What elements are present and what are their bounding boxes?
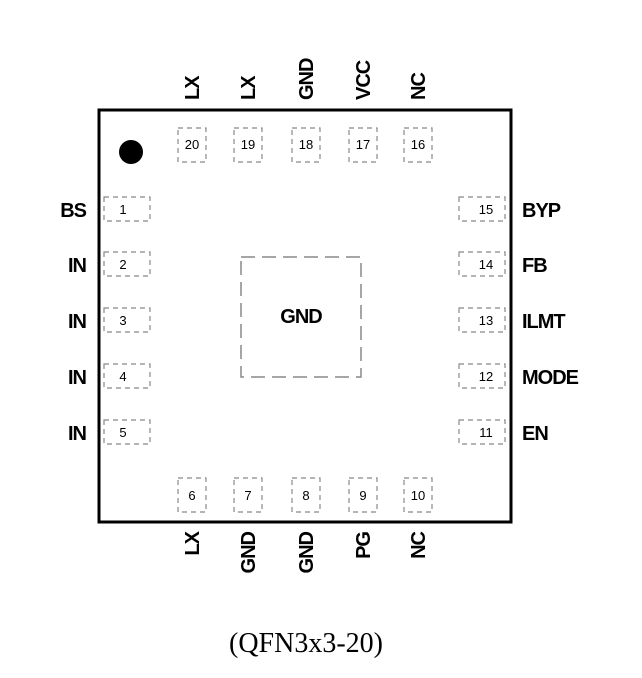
pin-label-7: GND: [238, 531, 260, 573]
pin-number-7: 7: [244, 488, 251, 503]
pin-number-4: 4: [119, 369, 126, 384]
pin-label-18: GND: [296, 58, 318, 100]
pin-label-6: LX: [182, 530, 204, 555]
pin-pad-16: [403, 127, 433, 163]
pin-number-1: 1: [119, 202, 126, 217]
pin-number-2: 2: [119, 257, 126, 272]
pin-pad-3: [103, 307, 151, 333]
pin-pad-14: [458, 251, 506, 277]
pin-label-9: PG: [353, 532, 375, 559]
pin-number-14: 14: [479, 257, 493, 272]
pin-label-20: LX: [182, 75, 204, 100]
pin-pad-2: [103, 251, 151, 277]
pin-pad-4: [103, 363, 151, 389]
package-body: [97, 108, 513, 524]
pin-label-11: EN: [522, 423, 548, 445]
pin-number-19: 19: [241, 137, 255, 152]
pin-number-8: 8: [302, 488, 309, 503]
pin-label-19: LX: [238, 75, 260, 100]
pin-pad-11: [458, 419, 506, 445]
pins-layer: 20LX19LX18GND17VCC16NC6LX7GND8GND9PG10NC…: [60, 58, 579, 573]
pin-number-5: 5: [119, 425, 126, 440]
pin-pad-19: [233, 127, 263, 163]
exposed-pad-label: GND: [280, 306, 322, 328]
pin-pad-1: [103, 196, 151, 222]
pin-number-12: 12: [479, 369, 493, 384]
pin-label-4: IN: [68, 367, 87, 389]
pin-pad-10: [403, 477, 433, 513]
pin-pad-6: [177, 477, 207, 513]
pin-label-16: NC: [408, 73, 430, 100]
pin-label-2: IN: [68, 255, 87, 277]
pin-number-9: 9: [359, 488, 366, 503]
pin-pad-7: [233, 477, 263, 513]
pin-pad-18: [291, 127, 321, 163]
pin-number-20: 20: [185, 137, 199, 152]
pin-label-5: IN: [68, 423, 87, 445]
pin-pad-12: [458, 363, 506, 389]
pin-pad-15: [458, 196, 506, 222]
pin-pad-13: [458, 307, 506, 333]
package-caption: (QFN3x3-20): [229, 628, 383, 659]
pin-label-3: IN: [68, 311, 87, 333]
pin-label-8: GND: [296, 531, 318, 573]
pin-label-15: BYP: [522, 200, 561, 222]
exposed-pad: [240, 256, 362, 378]
pin-pad-9: [348, 477, 378, 513]
pin-number-16: 16: [411, 137, 425, 152]
pin-label-13: ILMT: [522, 311, 565, 333]
pin-number-6: 6: [188, 488, 195, 503]
pin-label-1: BS: [60, 200, 86, 222]
pin-label-14: FB: [522, 255, 547, 277]
pin-number-17: 17: [356, 137, 370, 152]
pin-number-18: 18: [299, 137, 313, 152]
pin1-indicator-dot: [119, 140, 143, 164]
pin-number-10: 10: [411, 488, 425, 503]
pin-label-10: NC: [408, 531, 430, 558]
pin-number-11: 11: [479, 425, 493, 440]
pin-number-15: 15: [479, 202, 493, 217]
pin-number-13: 13: [479, 313, 493, 328]
pin-pad-20: [177, 127, 207, 163]
pin-pad-5: [103, 419, 151, 445]
pin-number-3: 3: [119, 313, 126, 328]
pin-label-17: VCC: [353, 60, 375, 100]
pin-pad-8: [291, 477, 321, 513]
pin-pad-17: [348, 127, 378, 163]
pin-label-12: MODE: [522, 367, 579, 389]
